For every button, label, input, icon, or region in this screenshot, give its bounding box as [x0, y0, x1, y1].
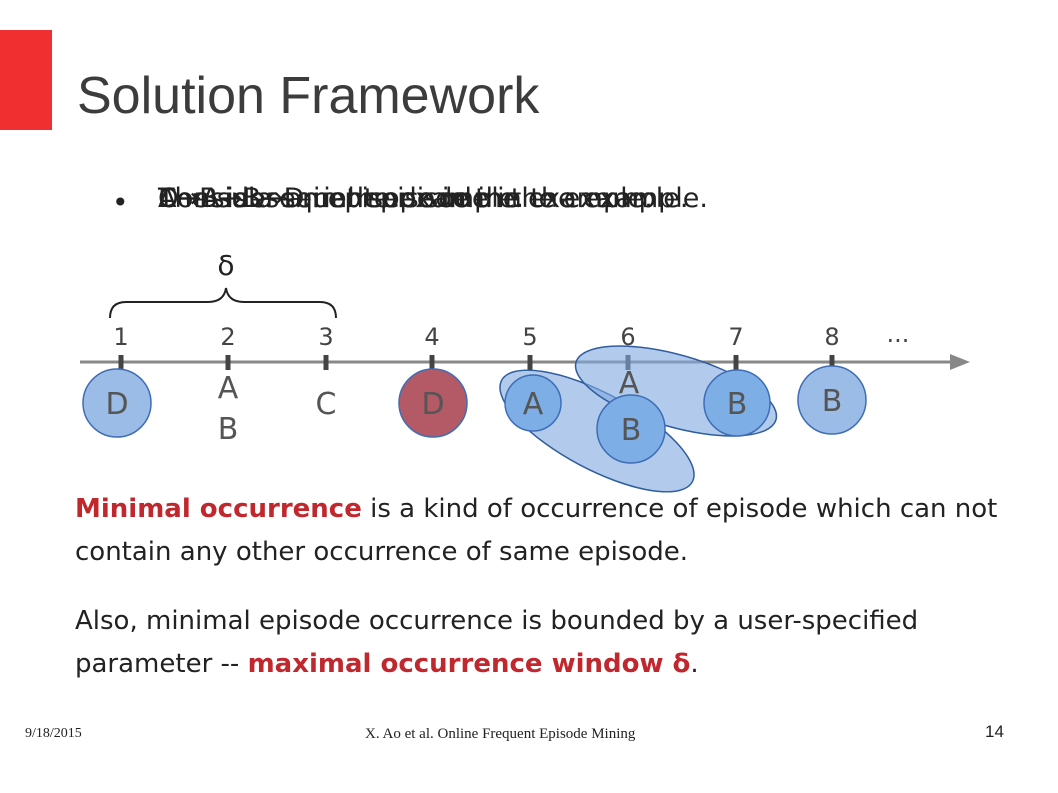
definition-text: is a kind of occurrence of episode which… [75, 494, 998, 567]
footer-date: 9/18/2015 [25, 726, 82, 741]
tick-label-4: 4 [424, 323, 439, 351]
page-number: 14 [985, 722, 1004, 741]
event-node-d-4 [398, 368, 468, 438]
tick-label-6: 6 [620, 323, 635, 351]
bullet-text-2: The subsequent episode in the example. [158, 183, 708, 214]
event-label-b-8: B [822, 384, 843, 419]
event-label-b-2: B [218, 412, 239, 447]
event-node-d-1 [82, 368, 152, 438]
minimal-occurrence-term: Minimal occurrence [75, 494, 362, 524]
bullet-text-4: D→A→B→D in the example. [158, 183, 524, 214]
event-label-d-1: D [105, 387, 128, 422]
event-node-b-6 [596, 394, 666, 464]
bullet-text-1: Consider an episode in the example. [158, 183, 653, 214]
tick-label-2: 2 [220, 323, 235, 351]
delta-label: δ [217, 249, 234, 282]
bullet-dot: • [112, 186, 129, 219]
timeline-arrowhead [950, 354, 970, 370]
event-label-b-7: B [727, 387, 748, 422]
event-label-a-2: A [218, 371, 239, 406]
event-label-a-6: A [619, 366, 640, 401]
event-node-b-8 [797, 365, 867, 435]
tick-label-5: 5 [522, 323, 537, 351]
tick-label-1: 1 [113, 323, 128, 351]
tick-label-7: 7 [728, 323, 743, 351]
tick-label-8: 8 [824, 323, 839, 351]
bullet-text-3: A→B is a serial episode in the example. [158, 183, 689, 214]
slide-title: Solution Framework [77, 67, 540, 125]
event-label-d-4: D [421, 387, 444, 422]
event-label-b-6: B [621, 413, 642, 448]
title-accent-bar [0, 30, 52, 130]
definition-paragraph: Minimal occurrence is a kind of occurren… [75, 488, 1015, 574]
tick-label-3: 3 [318, 323, 333, 351]
maximal-window-term: maximal occurrence window δ [247, 649, 691, 679]
event-node-b-7 [703, 369, 771, 437]
delta-brace [109, 287, 337, 319]
footer-title: X. Ao et al. Online Frequent Episode Min… [365, 726, 636, 742]
window-text-after: . [690, 649, 699, 679]
event-label-a-5: A [523, 387, 544, 422]
tick-label-ellipsis: ... [887, 320, 910, 348]
window-text-before: Also, minimal episode occurrence is boun… [75, 606, 919, 679]
event-label-c-3: C [316, 387, 337, 422]
event-node-a-5 [504, 374, 562, 432]
window-paragraph: Also, minimal episode occurrence is boun… [75, 600, 1015, 686]
